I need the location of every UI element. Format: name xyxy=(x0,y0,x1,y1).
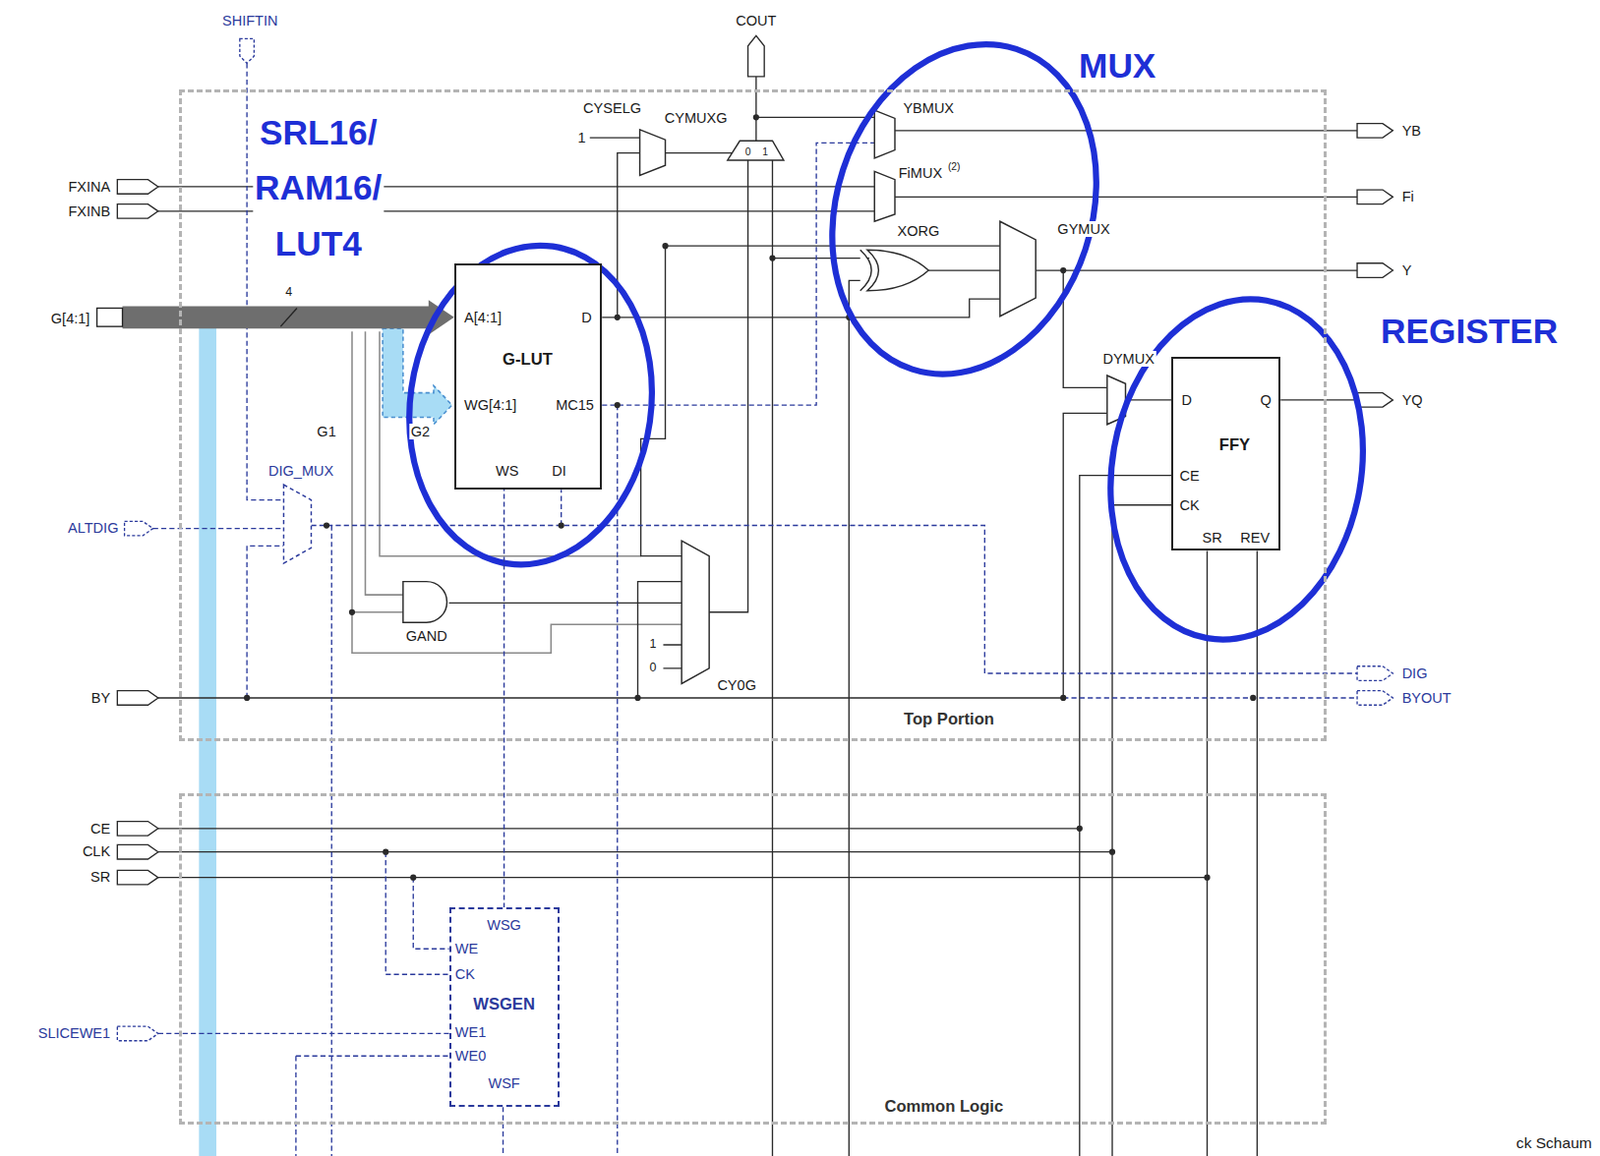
constant-label: 1 xyxy=(575,129,588,146)
memory-wire xyxy=(153,62,1358,1156)
signal-label: COUT xyxy=(733,12,778,29)
pin-label: CE xyxy=(1179,468,1199,484)
pin-label: CK xyxy=(455,966,475,983)
write-strobe-box: WSG WE CK WSGEN WE1WE0WSF xyxy=(449,907,560,1107)
footnote-mark: (2) xyxy=(946,161,963,173)
port-label: Y xyxy=(1400,262,1415,279)
signal-label: G2 xyxy=(409,423,432,440)
and-gate-symbol xyxy=(403,582,448,624)
lut-box: A[4:1] D G-LUT WG[4:1] MC15WS DI xyxy=(454,263,602,490)
pin-label: Q xyxy=(1260,392,1272,409)
mux-label: FiMUX xyxy=(896,165,945,181)
port-label: SLICEWE1 xyxy=(36,1025,113,1042)
port-label: FXINA xyxy=(65,178,113,195)
wire-connector xyxy=(503,489,505,908)
pin-label: WS xyxy=(495,463,519,479)
port-label: SR xyxy=(88,869,113,886)
pin-label: WE0 xyxy=(455,1048,486,1065)
pin-label: WE xyxy=(455,941,478,957)
xor-gate-symbol xyxy=(860,249,930,292)
mux-label: CYSELG xyxy=(581,100,644,117)
pin-label: CK xyxy=(1179,497,1199,514)
region-box: Common Logic WSG WE CK WSGEN WE1WE0WSF xyxy=(178,793,1327,1126)
pin-label: WSG xyxy=(486,917,522,934)
junction-dot xyxy=(243,114,1256,882)
port-label: BY xyxy=(89,690,113,707)
port-symbol xyxy=(117,35,1393,886)
pin-label: SR xyxy=(1202,530,1223,546)
pin-label: DI xyxy=(551,463,567,479)
dig-mux-symbol xyxy=(283,484,311,564)
bus-port xyxy=(97,307,123,327)
port-label: YB xyxy=(1400,122,1423,139)
pin-label: WE1 xyxy=(455,1024,486,1041)
port-label: Fi xyxy=(1400,188,1417,205)
port-label: DIG xyxy=(1400,665,1430,682)
bus-width-slash xyxy=(280,307,297,327)
highlight-ellipse xyxy=(1084,279,1390,660)
constant-label: 1 xyxy=(648,638,659,652)
mux-label: YBMUX xyxy=(900,100,956,117)
constant-label: 0 xyxy=(648,661,659,676)
memory-port-symbol xyxy=(117,38,1393,1041)
region-title: Top Portion xyxy=(903,710,995,728)
annotation: SRL16/ RAM16/ LUT4 xyxy=(252,105,384,272)
mux-label: DIG_MUX xyxy=(266,463,336,479)
mux-label: CY0G xyxy=(714,677,759,694)
pin-label: D xyxy=(1182,392,1192,409)
mux-symbol xyxy=(640,110,1126,684)
gate-label: GAND xyxy=(404,628,450,645)
pin-label: A[4:1] xyxy=(464,309,502,326)
pin-label: MC15 xyxy=(555,397,594,414)
mux-label: DYMUX xyxy=(1100,351,1156,367)
highlight-ellipse xyxy=(389,230,673,582)
port-label: G[4:1] xyxy=(49,310,93,327)
flipflop-box: D Q FFY CE CKSR REV xyxy=(1171,356,1281,551)
port-label: CLK xyxy=(80,843,113,860)
mux-label: GYMUX xyxy=(1055,221,1112,238)
pin-label: D xyxy=(581,309,592,326)
port-label: BYOUT xyxy=(1400,690,1454,707)
port-label: CE xyxy=(88,821,113,837)
annotation: MUX xyxy=(1076,47,1158,86)
block-title: WSGEN xyxy=(473,996,535,1014)
pin-label: WG[4:1] xyxy=(464,397,517,414)
block-title: G-LUT xyxy=(502,351,553,369)
pin-label: REV xyxy=(1240,530,1270,546)
port-label: ALTDIG xyxy=(65,520,120,536)
watermark: ck Schaum xyxy=(1514,1135,1595,1153)
signal-label: G1 xyxy=(314,423,338,440)
mux-input-label: 1 xyxy=(760,146,771,158)
mux-input-label: 0 xyxy=(743,146,754,158)
annotation: REGISTER xyxy=(1378,312,1560,352)
region-title: Common Logic xyxy=(884,1098,1004,1117)
pin-label: WSF xyxy=(487,1075,520,1092)
port-label: FXINB xyxy=(65,203,113,220)
block-title: FFY xyxy=(1219,436,1250,455)
signal-label: SHIFTIN xyxy=(220,12,280,29)
write-address-arrow xyxy=(382,328,453,425)
bus-width: 4 xyxy=(283,286,295,300)
port-label: YQ xyxy=(1400,392,1425,409)
lut-input-bus xyxy=(122,299,455,335)
mux-label: CYMUXG xyxy=(662,110,730,126)
gate-label: XORG xyxy=(894,223,942,239)
signal-wire xyxy=(158,76,1358,1156)
